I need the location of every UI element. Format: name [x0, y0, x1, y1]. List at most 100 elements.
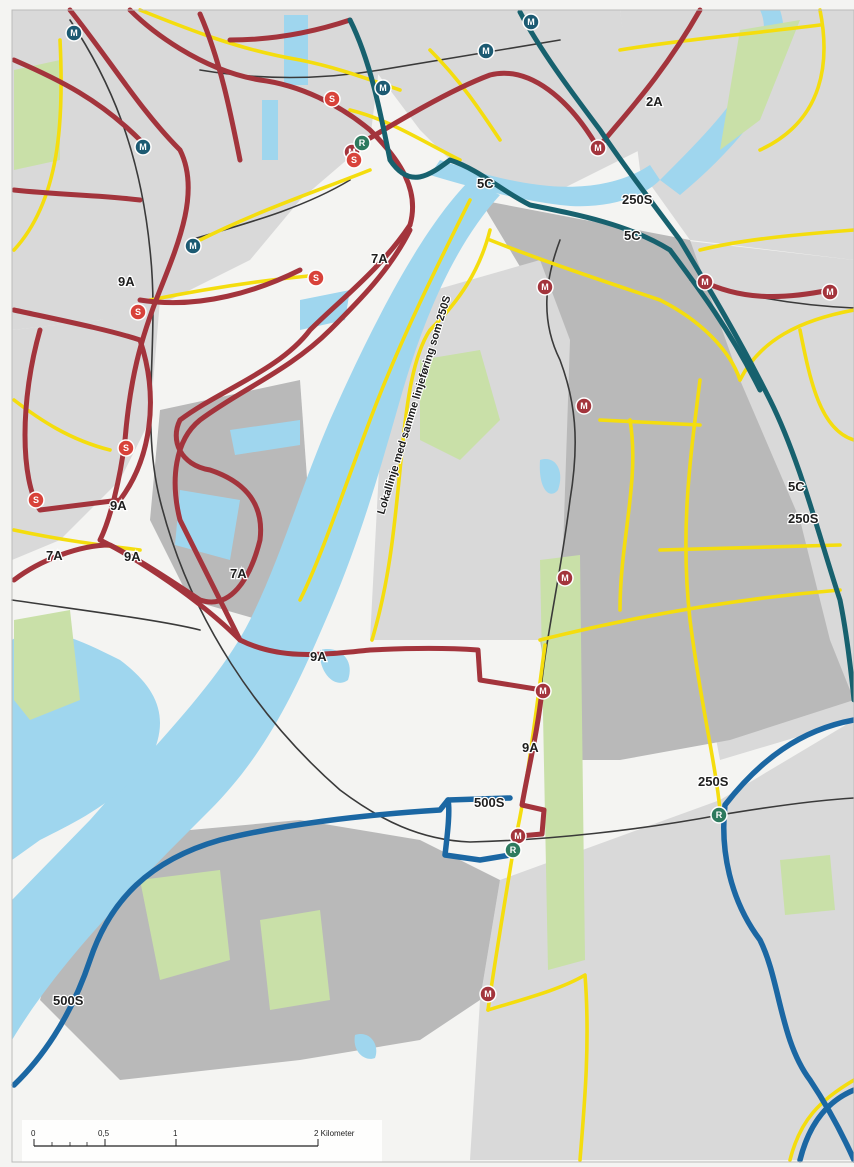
station-glyph: S	[33, 495, 39, 505]
station-glyph: S	[135, 307, 141, 317]
station-metro-marker[interactable]: M	[589, 139, 607, 157]
yellow-amager-grid-5	[684, 378, 722, 812]
station-metro-dark-marker[interactable]: M	[184, 237, 202, 255]
built-area-west	[12, 300, 160, 560]
station-metro-dark-marker[interactable]: M	[374, 79, 392, 97]
scale-label-2km: 2 Kilometer	[314, 1129, 355, 1138]
route-north-2	[227, 17, 353, 43]
station-metro-marker[interactable]: M	[536, 278, 554, 296]
green-areas	[14, 20, 835, 1010]
station-metro-icon	[589, 139, 607, 157]
pond-south	[354, 1034, 377, 1059]
station-metro-marker[interactable]: M	[556, 569, 574, 587]
station-metro-dark-marker[interactable]: M	[134, 138, 152, 156]
route-500s-link	[445, 795, 513, 803]
route-9a	[67, 7, 547, 839]
station-s-train-marker[interactable]: S	[323, 90, 341, 108]
station-metro-marker[interactable]: M	[821, 283, 839, 301]
station-glyph: M	[594, 143, 602, 153]
station-metro-dark-icon	[477, 42, 495, 60]
station-regional-marker[interactable]: R	[353, 134, 371, 152]
park-south-2	[260, 910, 330, 1010]
yellow-city-loop	[148, 273, 322, 302]
route-label-250s-se: 250S	[698, 774, 729, 789]
route-7a	[11, 222, 413, 605]
park-south-1	[140, 870, 230, 980]
station-s-train-icon	[27, 491, 45, 509]
station-metro-marker[interactable]: M	[696, 273, 714, 291]
route-east-metro	[697, 277, 833, 300]
station-glyph: R	[359, 138, 366, 148]
station-glyph: M	[70, 28, 78, 38]
route-250s-south	[721, 717, 854, 1163]
scale-label-1: 1	[173, 1129, 178, 1138]
station-glyph: M	[701, 277, 709, 287]
route-label-5c-e: 5C	[788, 479, 805, 494]
station-glyph: M	[541, 282, 549, 292]
yellow-ne-2	[758, 8, 826, 152]
pond-faelled-1	[539, 459, 561, 494]
blue-routes	[11, 9, 854, 1163]
station-metro-icon	[556, 569, 574, 587]
station-glyph: M	[379, 83, 387, 93]
scale-bar: 0 0,5 1 2 Kilometer	[22, 1120, 382, 1162]
station-metro-dark-marker[interactable]: M	[477, 42, 495, 60]
rail-west-spur	[11, 599, 201, 631]
lake-northwest-2	[262, 100, 278, 160]
station-glyph: M	[826, 287, 834, 297]
station-s-train-marker[interactable]: S	[117, 439, 135, 457]
park-east-strip	[540, 555, 585, 970]
station-glyph: M	[484, 989, 492, 999]
map-frame	[11, 9, 854, 1163]
station-metro-icon	[536, 278, 554, 296]
built-area-northwest	[12, 10, 380, 330]
route-250s	[347, 17, 763, 393]
station-regional-icon	[710, 806, 728, 824]
yellow-routes	[12, 8, 854, 1162]
station-s-train-marker[interactable]: S	[307, 269, 325, 287]
yellow-nw-3	[198, 168, 372, 242]
route-labels: 9A 9A 9A 7A 7A 7A 2A 5C 250S 5C 5C 250S …	[45, 93, 820, 1010]
route-label-7a-c: 7A	[371, 251, 388, 266]
station-metro-marker[interactable]: M	[479, 985, 497, 1003]
station-s-train-marker[interactable]: S	[345, 151, 363, 169]
station-regional-marker[interactable]: R	[504, 841, 522, 859]
route-west-grid-3	[11, 307, 153, 513]
station-glyph: M	[539, 686, 547, 696]
station-metro-marker[interactable]: M	[575, 397, 593, 415]
station-metro-dark-icon	[65, 24, 83, 42]
station-glyph: S	[123, 443, 129, 453]
yellow-nw-2	[12, 38, 63, 252]
station-metro-icon	[821, 283, 839, 301]
station-metro-marker[interactable]: M	[534, 682, 552, 700]
park-faelled	[420, 350, 500, 460]
built-area-north	[330, 10, 640, 190]
station-s-train-marker[interactable]: S	[27, 491, 45, 509]
route-label-250s-n: 250S	[622, 192, 653, 207]
yellow-local-250s	[370, 228, 492, 642]
station-glyph: M	[580, 401, 588, 411]
station-metro-dark-icon	[184, 237, 202, 255]
lake-northwest	[284, 15, 308, 85]
station-metro-dark-icon	[374, 79, 392, 97]
yellow-n-2	[428, 48, 502, 142]
station-metro-icon	[479, 985, 497, 1003]
station-s-train-marker[interactable]: S	[129, 303, 147, 321]
station-s-train-icon	[323, 90, 341, 108]
yellow-amager-grid-7	[698, 228, 854, 252]
station-metro-dark-marker[interactable]: M	[522, 13, 540, 31]
station-metro-icon	[696, 273, 714, 291]
route-label-9a-c: 9A	[522, 740, 539, 755]
station-glyph: M	[139, 142, 147, 152]
yellow-southeast	[788, 1078, 854, 1162]
yellow-n-1	[348, 108, 462, 162]
station-regional-icon	[504, 841, 522, 859]
station-regional-marker[interactable]: R	[710, 806, 728, 824]
route-label-7a-w: 7A	[46, 548, 63, 563]
station-glyph: M	[561, 573, 569, 583]
red-routes	[11, 7, 833, 839]
stations: MMMMMMMMMMSSSSSSRRRMMMMMM	[27, 13, 839, 1003]
route-5c	[517, 9, 854, 703]
station-metro-dark-marker[interactable]: M	[65, 24, 83, 42]
